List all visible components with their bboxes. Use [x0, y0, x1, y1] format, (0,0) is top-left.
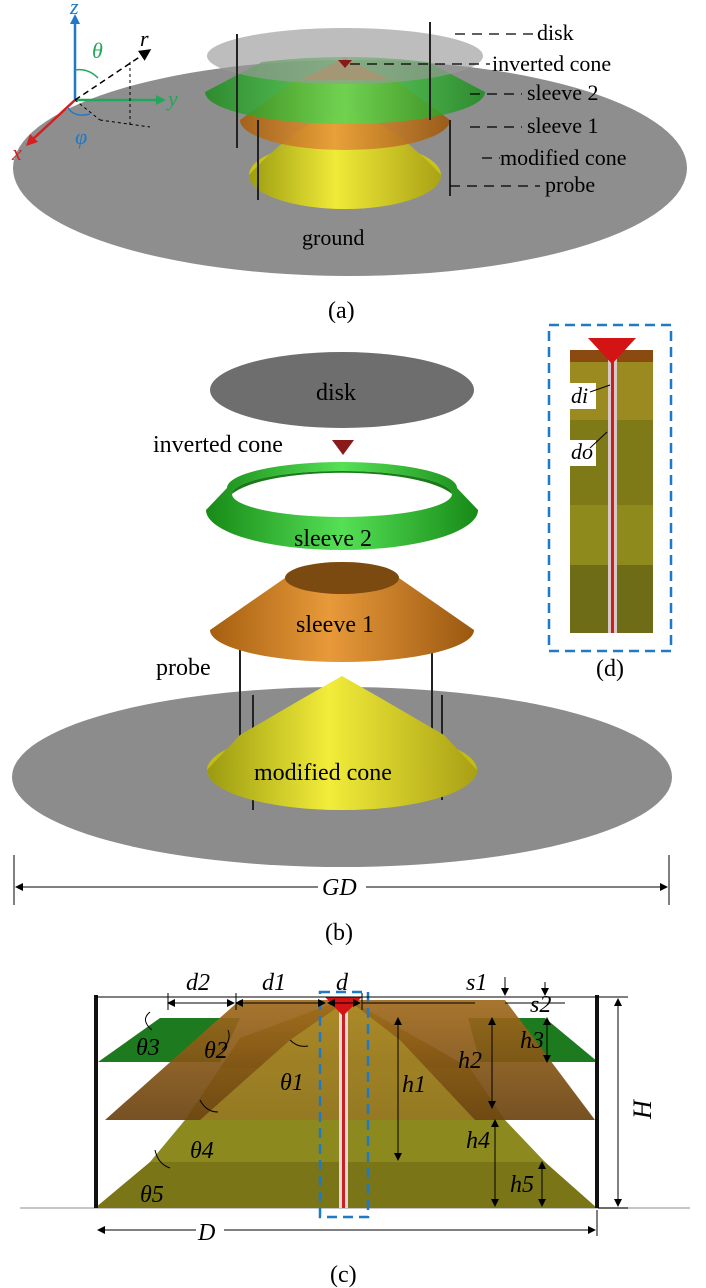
axis-label-phi: φ [75, 124, 87, 149]
coordinate-axes: z θ r y x φ [11, 0, 178, 165]
label-D: D [197, 1220, 215, 1246]
arc-theta2 [221, 1029, 230, 1051]
label-d1: d1 [262, 970, 286, 996]
axis-label-z: z [69, 0, 79, 19]
inverted-cone [338, 60, 352, 68]
label-gd: GD [322, 875, 357, 901]
y-arrowhead [156, 95, 166, 105]
label-sleeve1-b: sleeve 1 [296, 612, 374, 638]
x-arrowhead [26, 134, 38, 146]
label-sleeve1-a: sleeve 1 [527, 113, 598, 138]
label-sleeve2-a: sleeve 2 [527, 80, 598, 105]
phi-arc [67, 107, 91, 116]
label-sleeve2-b: sleeve 2 [294, 526, 372, 552]
di-leader [589, 384, 611, 393]
disk-plate [207, 28, 483, 84]
label-probe-b: probe [156, 655, 211, 681]
do-label-bg [568, 440, 596, 466]
label-theta5: θ5 [140, 1182, 164, 1208]
inner-cone-c [200, 1000, 475, 1120]
label-modified-cone-a: modified cone [500, 145, 626, 170]
D-label-bg [196, 1218, 224, 1244]
caption-a: (a) [328, 298, 355, 324]
label-d2: d2 [186, 970, 210, 996]
axis-label-y: y [166, 86, 178, 111]
arc-theta3 [145, 1011, 153, 1031]
arc-theta5 [154, 1149, 171, 1169]
gd-label-bg [318, 872, 366, 900]
panel-d: di do (d) [547, 323, 673, 682]
axis-label-r: r [140, 26, 149, 51]
label-s1: s1 [466, 970, 487, 996]
modified-cone-b-body [207, 676, 477, 810]
x-axis [31, 99, 76, 141]
label-h5: h5 [510, 1172, 534, 1198]
center-probe-inner [342, 1005, 345, 1208]
disk-b [210, 352, 474, 428]
label-disk-b: disk [316, 380, 356, 406]
label-theta1: θ1 [280, 1070, 304, 1096]
panel-a: disk inverted cone sleeve 2 sleeve 1 mod… [11, 0, 687, 324]
caption-d: (d) [596, 656, 624, 682]
label-theta3: θ3 [136, 1035, 160, 1061]
label-di: di [571, 383, 588, 408]
detail-d-probe-inner [611, 352, 614, 633]
r-projection-1 [74, 99, 101, 121]
panel-b: disk inverted cone sleeve 2 sleeve 1 pro… [12, 352, 672, 946]
panel-c: d2 d1 d s1 s2 θ3 θ2 θ1 θ4 θ5 h1 h2 h3 h4… [20, 970, 690, 1288]
di-label-bg [568, 383, 596, 409]
arc-theta1 [289, 1039, 309, 1047]
label-d: d [336, 970, 349, 996]
r-projection-2 [99, 119, 151, 128]
label-modified-cone-b: modified cone [254, 760, 392, 786]
label-theta2: θ2 [204, 1038, 228, 1064]
caption-c: (c) [330, 1262, 357, 1288]
r-vector [74, 49, 152, 101]
detail-d-inverted-cone [588, 338, 636, 364]
label-h4: h4 [466, 1128, 490, 1154]
z-arrowhead [70, 14, 80, 24]
label-H: H [628, 1099, 657, 1120]
label-disk-a: disk [537, 20, 574, 45]
axis-label-x: x [11, 140, 22, 165]
label-probe-a: probe [545, 172, 595, 197]
axis-label-theta: θ [92, 38, 103, 63]
label-h1: h1 [402, 1072, 426, 1098]
theta-arc [74, 68, 99, 79]
detail-box-c [318, 990, 370, 1219]
sleeve2-b-hole [232, 471, 452, 517]
label-ground-a: ground [302, 225, 364, 250]
caption-b: (b) [325, 920, 353, 946]
arc-theta4 [199, 1099, 219, 1113]
label-theta4: θ4 [190, 1138, 214, 1164]
label-h3: h3 [520, 1028, 544, 1054]
sleeve1-b-hole [285, 562, 399, 594]
label-s2: s2 [530, 992, 551, 1018]
label-inverted-cone-b: inverted cone [153, 432, 283, 458]
label-do: do [571, 439, 593, 464]
inverted-cone-b [332, 440, 354, 455]
label-h2: h2 [458, 1048, 482, 1074]
sleeve1-b-body [210, 562, 474, 662]
do-leader [589, 431, 608, 449]
label-inverted-cone-a: inverted cone [492, 51, 611, 76]
